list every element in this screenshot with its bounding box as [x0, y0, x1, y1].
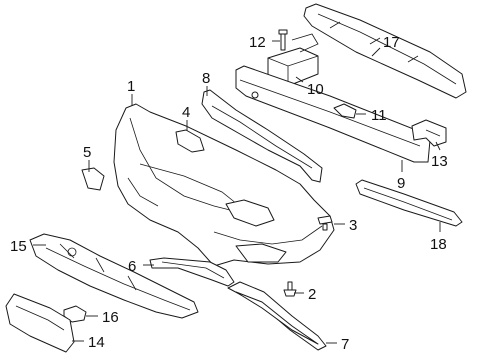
part-6-trim [149, 257, 235, 287]
part-3-screw [317, 215, 333, 231]
callout-2: 2 [308, 286, 316, 303]
part-18-lower-absorber [355, 179, 463, 227]
callout-1: 1 [127, 78, 135, 95]
callout-17: 17 [383, 34, 400, 51]
part-5-bracket [81, 167, 105, 191]
part-2-screw [283, 281, 297, 297]
callout-9: 9 [397, 175, 405, 192]
callout-15: 15 [10, 238, 27, 255]
callouts: 1 2 3 4 5 6 7 8 9 10 11 12 13 14 15 16 1… [10, 34, 448, 353]
part-11-clip [333, 103, 357, 119]
part-9-beam [235, 65, 431, 163]
callout-18: 18 [430, 236, 447, 253]
callout-5: 5 [83, 144, 91, 161]
callout-11: 11 [371, 107, 387, 124]
part-4-bracket [175, 129, 205, 153]
callout-6: 6 [128, 258, 136, 275]
part-14-plate-bracket [5, 293, 75, 353]
callout-8: 8 [202, 70, 210, 87]
part-1-bumper-cover [113, 103, 335, 267]
part-8-bracket [201, 89, 323, 183]
callout-3: 3 [349, 217, 357, 234]
callout-4: 4 [182, 104, 190, 121]
part-13-clip [411, 119, 447, 147]
part-7-molding [227, 281, 327, 351]
callout-16: 16 [102, 309, 119, 326]
callout-12: 12 [249, 34, 266, 51]
part-17-absorber [303, 3, 467, 99]
callout-7: 7 [341, 336, 349, 353]
part-12-bolt [278, 29, 288, 51]
leader-lines [33, 40, 441, 344]
part-15-shield [29, 233, 199, 319]
callout-10: 10 [307, 81, 324, 98]
callout-14: 14 [88, 334, 105, 351]
callout-13: 13 [431, 153, 448, 170]
